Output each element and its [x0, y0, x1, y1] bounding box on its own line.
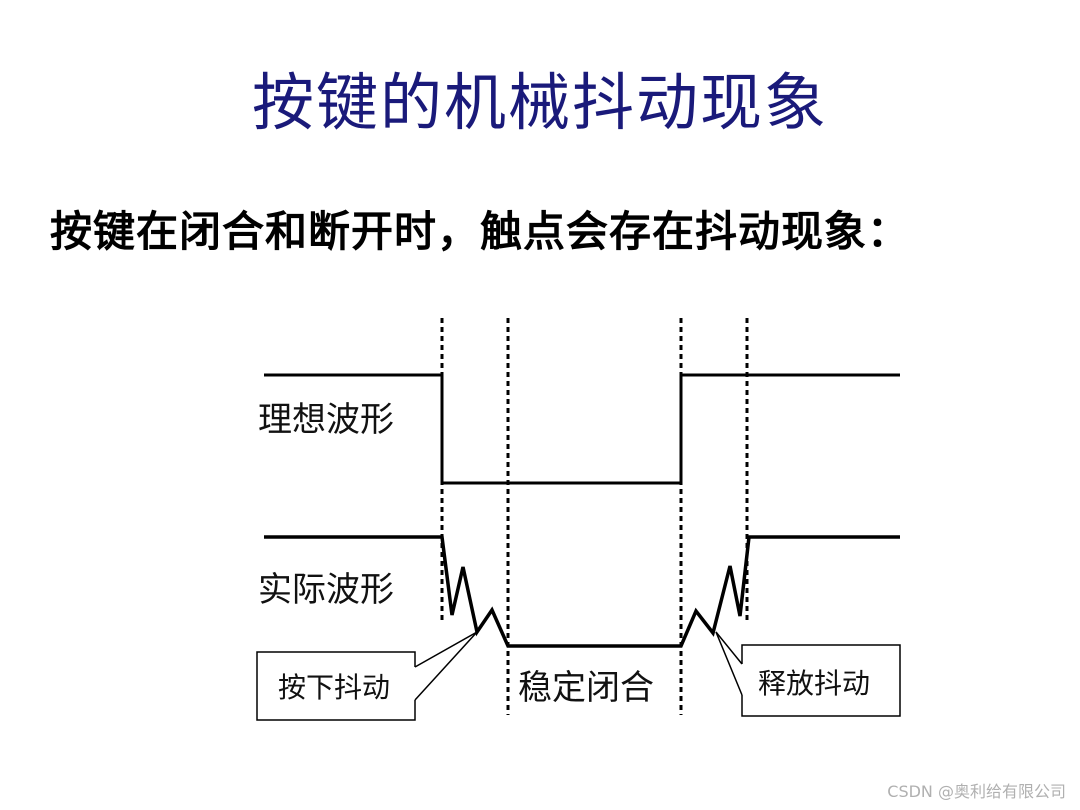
release-bounce-label: 释放抖动	[758, 667, 871, 700]
actual-waveform-label: 实际波形	[258, 570, 394, 610]
page-title: 按键的机械抖动现象	[251, 66, 828, 139]
stable-closed-label: 稳定闭合	[518, 668, 654, 708]
watermark: CSDN @奥利给有限公司	[887, 782, 1066, 801]
ideal-waveform	[264, 373, 900, 485]
subtitle: 按键在闭合和断开时，触点会存在抖动现象：	[50, 207, 911, 256]
press-bounce-label: 按下抖动	[278, 671, 391, 704]
actual-waveform	[264, 535, 900, 648]
press-bounce-callout	[256, 631, 478, 721]
release-bounce-callout	[715, 631, 901, 717]
guide-lines	[440, 318, 749, 715]
ideal-waveform-label: 理想波形	[258, 400, 394, 440]
